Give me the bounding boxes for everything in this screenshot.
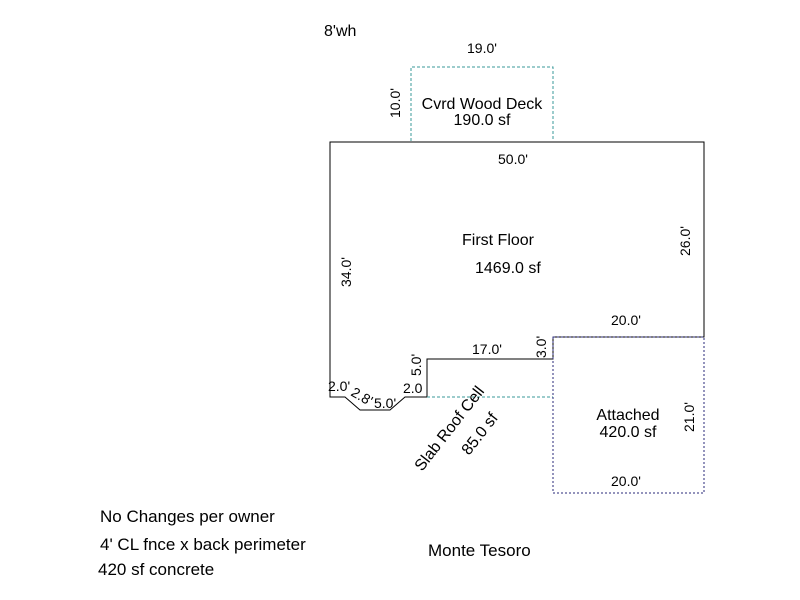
note-fence: 4' CL fnce x back perimeter [100, 535, 306, 554]
dim-bay-diag: 2.8' [349, 384, 376, 409]
dim-bay-bottom: 5.0' [374, 395, 396, 411]
header-note: 8'wh [324, 23, 356, 40]
first-floor-name: First Floor [462, 232, 535, 249]
dim-attached-right: 21.0' [681, 402, 697, 432]
deck-name: Cvrd Wood Deck [422, 96, 544, 113]
attached-outline [552, 336, 705, 494]
dim-bay-right: 2.0 [403, 380, 423, 396]
note-concrete: 420 sf concrete [98, 560, 215, 579]
dim-floor-right: 26.0' [677, 226, 693, 256]
deck-area: 190.0 sf [454, 112, 511, 129]
dim-floor-left: 34.0' [338, 257, 354, 287]
dim-step-3: 3.0' [533, 336, 549, 358]
dim-step-17: 17.0' [472, 341, 502, 357]
dim-bay-left: 2.0' [328, 378, 350, 394]
dim-step-5: 5.0' [408, 354, 424, 376]
first-floor-area: 1469.0 sf [475, 260, 541, 277]
dim-deck-top: 19.0' [467, 40, 497, 56]
dim-floor-top: 50.0' [498, 151, 528, 167]
note-location: Monte Tesoro [428, 541, 531, 560]
deck-outline [410, 66, 554, 141]
dim-deck-side: 10.0' [387, 88, 403, 118]
note-no-changes: No Changes per owner [100, 507, 275, 526]
dim-attached-top: 20.0' [611, 312, 641, 328]
attached-area: 420.0 sf [600, 424, 657, 441]
dim-attached-bottom: 20.0' [611, 473, 641, 489]
attached-name: Attached [596, 407, 659, 424]
